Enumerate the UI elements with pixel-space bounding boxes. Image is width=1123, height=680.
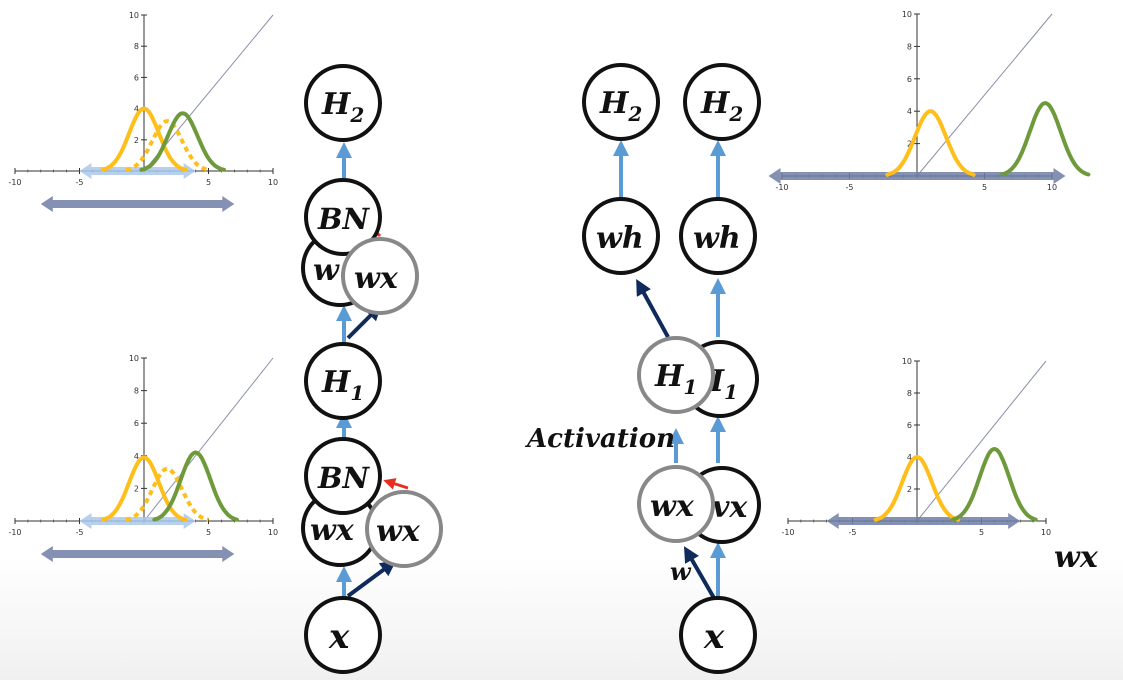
x-tick-label: 10 [1047, 183, 1057, 192]
series-curve-green [152, 450, 239, 522]
series-curve-green [951, 447, 1038, 522]
y-tick-label: 8 [907, 389, 912, 398]
node-wx-gray-mid: wx [637, 465, 715, 543]
y-tick-label: 2 [134, 136, 139, 145]
y-tick-label: 4 [907, 453, 912, 462]
series-curve-yellow [885, 109, 976, 177]
series-curve-green [139, 111, 226, 172]
y-tick-label: 6 [907, 75, 912, 84]
series-curve-yellow [873, 455, 961, 522]
svg-text:wx: wx [376, 514, 421, 549]
svg-text:wh: wh [693, 221, 741, 256]
range-arrow [40, 546, 235, 562]
x-tick-label: -5 [76, 178, 84, 187]
x-tick-label: -10 [8, 528, 21, 537]
node-x-left: x [304, 596, 382, 674]
y-tick-label: 6 [134, 419, 139, 428]
svg-text:wx: wx [650, 489, 695, 524]
w-edge-label: w [670, 557, 692, 586]
series-curve-yellow [100, 455, 188, 522]
x-tick-label: 5 [982, 183, 987, 192]
node-x-right: x [679, 596, 757, 674]
chart-bottom-right: -10 -5 5 10 2 4 6 8 10 [781, 357, 1051, 537]
x-tick-label: -5 [849, 528, 857, 537]
middle-network: H2 wh [582, 63, 716, 600]
y-tick-label: 4 [134, 105, 139, 114]
y-tick-label: 2 [907, 485, 912, 494]
x-tick-label: 5 [206, 528, 211, 537]
svg-text:H2: H2 [321, 87, 364, 127]
node-h2-mid: H2 [582, 63, 660, 141]
y-tick-label: 10 [129, 11, 139, 20]
y-tick-label: 10 [129, 354, 139, 363]
y-tick-label: 10 [902, 10, 912, 19]
svg-text:BN: BN [317, 461, 371, 495]
series-curve-green [1000, 101, 1091, 177]
svg-text:BN: BN [317, 202, 371, 236]
series-curve-yellow [125, 466, 210, 522]
svg-text:H2: H2 [700, 86, 743, 126]
x-tick-label: -10 [775, 183, 788, 192]
arrow-x-to-wx-gray [346, 560, 397, 598]
y-tick-label: 2 [134, 484, 139, 493]
range-arrow [826, 513, 1021, 529]
identity-line [916, 13, 1053, 177]
svg-text:vx: vx [712, 490, 748, 525]
y-tick-label: 4 [134, 452, 139, 461]
x-tick-label: 5 [979, 528, 984, 537]
range-arrow [40, 196, 235, 212]
svg-text:w: w [313, 253, 340, 288]
node-wx-gray-top-left: wx [341, 237, 419, 315]
x-tick-label: 10 [268, 528, 278, 537]
chart-top-left: -10 -5 5 10 2 4 6 8 10 [8, 11, 278, 212]
x-tick-label: -10 [781, 528, 794, 537]
x-tick-label: 10 [268, 178, 278, 187]
wx-corner-label: wx [1054, 540, 1099, 575]
svg-text:wx: wx [354, 261, 399, 296]
svg-text:H1: H1 [321, 365, 364, 405]
y-tick-label: 10 [902, 357, 912, 366]
left-network: H2 w BN wx H1 wx BN wx [301, 64, 443, 674]
node-wx-gray-bottom-left: wx [365, 490, 443, 568]
y-tick-label: 2 [907, 140, 912, 149]
node-wh-mid: wh [582, 197, 660, 275]
x-tick-label: -10 [8, 178, 21, 187]
svg-text:x: x [703, 617, 725, 657]
range-arrow [768, 168, 1066, 184]
y-tick-label: 6 [134, 73, 139, 82]
svg-text:H2: H2 [599, 86, 642, 126]
node-h2-left: H2 [304, 64, 382, 142]
x-tick-label: -5 [846, 183, 854, 192]
node-bn-top-left: BN [304, 178, 382, 256]
y-tick-label: 8 [907, 42, 912, 51]
y-tick-label: 8 [134, 387, 139, 396]
node-wh-right: wh [679, 197, 757, 275]
x-tick-label: -5 [76, 528, 84, 537]
node-h1-gray-mid: H1 [637, 336, 715, 414]
chart-bottom-left: -10 -5 5 10 2 4 6 8 10 [8, 354, 278, 562]
svg-text:x: x [328, 617, 350, 657]
y-tick-label: 6 [907, 421, 912, 430]
series-curve-yellow [100, 106, 188, 172]
node-h2-right: H2 [683, 63, 761, 141]
x-tick-label: 5 [206, 178, 211, 187]
x-tick-label: 10 [1041, 528, 1051, 537]
right-network: H2 wh I1 vx x [679, 63, 761, 674]
svg-text:wx: wx [310, 513, 355, 548]
activation-label: Activation [524, 424, 675, 454]
svg-text:wh: wh [596, 221, 644, 256]
arrow-red-bottom [383, 478, 409, 490]
arrow-h1-to-wh-mid [636, 278, 670, 338]
chart-top-right: -10 -5 5 10 2 4 6 8 10 [768, 10, 1091, 192]
node-bn-bottom-left: BN [304, 437, 382, 515]
arrow-h1-to-wx-gray [346, 304, 382, 340]
y-tick-label: 4 [907, 107, 912, 116]
series-curve-yellow [125, 119, 210, 172]
arrow-x-to-wx-mid [683, 546, 716, 600]
svg-text:H1: H1 [654, 359, 697, 399]
node-h1-left: H1 [304, 342, 382, 420]
y-tick-label: 8 [134, 42, 139, 51]
